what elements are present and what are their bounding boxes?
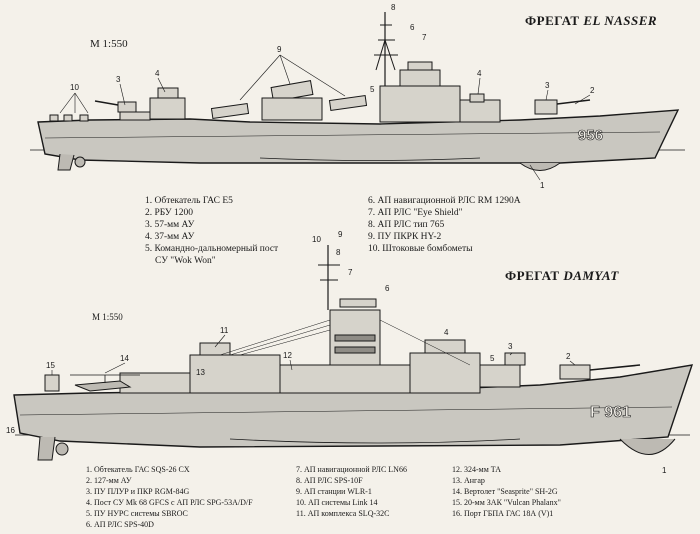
ship2-callout-15: 15 (46, 361, 55, 370)
legend-item: 7. АП РЛС "Eye Shield" (368, 208, 463, 218)
legend-item: 15. 20-мм ЗАК "Vulcan Phalanx" (452, 498, 561, 507)
legend-item: 6. АП РЛС SPS-40D (86, 520, 154, 529)
ship2-scale: М 1:550 (92, 312, 123, 322)
legend-item: 5. Командно-дальномерный пост (145, 244, 279, 254)
legend-item: 8. АП РЛС SPS-10F (296, 476, 363, 485)
ship2-legend-col1: 1. Обтекатель ГАС SQS-26 CX 2. 127-мм АУ… (86, 464, 253, 530)
legend-item: 1. Обтекатель ГАС Е5 (145, 196, 233, 206)
ship1-callout-1: 1 (540, 181, 545, 190)
ship1-profile-drawing: 9 3 4 10 8 7 6 5 4 3 2 1 956 (30, 3, 685, 190)
legend-item: 1. Обтекатель ГАС SQS-26 CX (86, 465, 190, 474)
ship1-callout-8: 8 (391, 3, 396, 12)
ship2-callout-12: 12 (283, 351, 292, 360)
ship2-callout-2: 2 (566, 352, 571, 361)
ship1-callout-6: 6 (410, 23, 415, 32)
ship1-callout-3b: 3 (545, 81, 550, 90)
ship1-callout-10: 10 (70, 83, 79, 92)
ship2-callout-7: 7 (348, 268, 353, 277)
ship2-callout-14: 14 (120, 354, 129, 363)
ship1-legend-col1: 1. Обтекатель ГАС Е5 2. РБУ 1200 3. 57-м… (145, 195, 278, 267)
ship1-callout-4a: 4 (155, 69, 160, 78)
legend-item: 10. Штоковые бомбометы (368, 244, 473, 254)
ship1-scale: М 1:550 (90, 38, 128, 50)
legend-item: 3. ПУ ПЛУР и ПКР RGM-84G (86, 487, 190, 496)
ship2-callout-5: 5 (490, 354, 495, 363)
ship1-hull-number: 956 (578, 127, 603, 144)
legend-item: 5. ПУ НУРС системы SBROC (86, 509, 188, 518)
legend-item: 14. Вертолет "Seasprite" SH-2G (452, 487, 558, 496)
ship1-callout-7: 7 (422, 33, 427, 42)
ship1-title: ФРЕГАТ EL NASSER (525, 13, 658, 28)
ship2-callout-3: 3 (508, 342, 513, 351)
legend-item: 10. АП системы Link 14 (296, 498, 378, 507)
ship2-legend-col2: 7. АП навигационной РЛС LN66 8. АП РЛС S… (296, 464, 407, 519)
ship1-callout-3: 3 (116, 75, 121, 84)
legend-item: 6. АП навигационной РЛС RM 1290A (368, 196, 521, 206)
legend-item: 12. 324-мм ТА (452, 465, 502, 474)
ship1-callout-9: 9 (277, 45, 282, 54)
ship1-legend-col2: 6. АП навигационной РЛС RM 1290A 7. АП Р… (368, 195, 521, 255)
legend-item: 2. РБУ 1200 (145, 208, 194, 218)
ship2-callout-8: 8 (336, 248, 341, 257)
legend-item: 3. 57-мм АУ (145, 220, 195, 230)
legend-item: 4. 37-мм АУ (145, 232, 195, 242)
ship1-callout-5: 5 (370, 85, 375, 94)
legend-item: 16. Порт ГБПА ГАС 18А (V)1 (452, 509, 554, 518)
ship1-callout-4b: 4 (477, 69, 482, 78)
ship2-profile-drawing: 10 9 8 7 6 11 12 14 15 13 16 4 5 3 2 1 F… (6, 230, 694, 475)
legend-item: 13. Ангар (452, 476, 485, 485)
ship2-callout-4: 4 (444, 328, 449, 337)
legend-item: 4. Пост СУ Mk 68 GFCS с АП РЛС SPG-53A/D… (86, 498, 253, 507)
legend-item: 2. 127-мм АУ (86, 476, 132, 485)
ship1-callout-2: 2 (590, 86, 595, 95)
ship2-callout-13: 13 (196, 368, 205, 377)
legend-item: 7. АП навигационной РЛС LN66 (296, 465, 407, 474)
ship2-callout-16: 16 (6, 426, 15, 435)
ship2-callout-6: 6 (385, 284, 390, 293)
ship2-callout-1: 1 (662, 466, 667, 475)
ship2-title: ФРЕГАТ DAMYAT (505, 268, 619, 283)
legend-item: 9. ПУ ПКРК HY-2 (368, 232, 442, 242)
legend-item: 9. АП станции WLR-1 (296, 487, 372, 496)
ship2-callout-9: 9 (338, 230, 343, 239)
ship2-callout-11: 11 (220, 326, 229, 335)
legend-item: 8. АП РЛС тип 765 (368, 220, 445, 230)
legend-item: СУ "Wok Won" (155, 256, 216, 266)
ship2-hull-number: F 961 (590, 404, 631, 421)
ship2-callout-10: 10 (312, 235, 321, 244)
legend-item: 11. АП комплекса SLQ-32C (296, 509, 390, 518)
ship2-legend-col3: 12. 324-мм ТА 13. Ангар 14. Вертолет "Se… (452, 464, 561, 519)
